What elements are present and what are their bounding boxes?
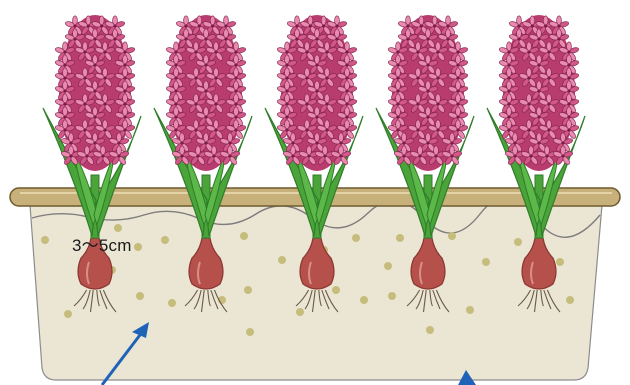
soil-dot — [482, 258, 490, 266]
soil-dot — [566, 296, 574, 304]
flower-spike — [499, 15, 580, 171]
soil-dot — [296, 308, 304, 316]
planting-depth-label: 3〜5cm — [72, 231, 132, 256]
soil-dot — [278, 256, 286, 264]
soil-dot — [134, 243, 142, 251]
soil-dot — [388, 292, 396, 300]
soil-dot — [360, 296, 368, 304]
flower-spike — [166, 15, 247, 171]
soil-dot — [168, 299, 176, 307]
soil-dot — [396, 234, 404, 242]
soil-dot — [556, 258, 564, 266]
soil-dot — [41, 236, 49, 244]
flower-spike — [55, 15, 136, 171]
soil-dot — [240, 232, 248, 240]
soil-dot — [136, 292, 144, 300]
soil-dot — [246, 328, 254, 336]
flower-spike — [277, 15, 358, 171]
soil-dot — [244, 286, 252, 294]
soil-dot — [161, 236, 169, 244]
soil-dot — [352, 234, 360, 242]
soil-dot — [448, 232, 456, 240]
soil-dot — [466, 306, 474, 314]
soil-dot — [426, 326, 434, 334]
flower-spike — [388, 15, 469, 171]
soil-dot — [514, 238, 522, 246]
soil-dot — [332, 286, 340, 294]
soil-dot — [64, 310, 72, 318]
soil-dot — [384, 262, 392, 270]
